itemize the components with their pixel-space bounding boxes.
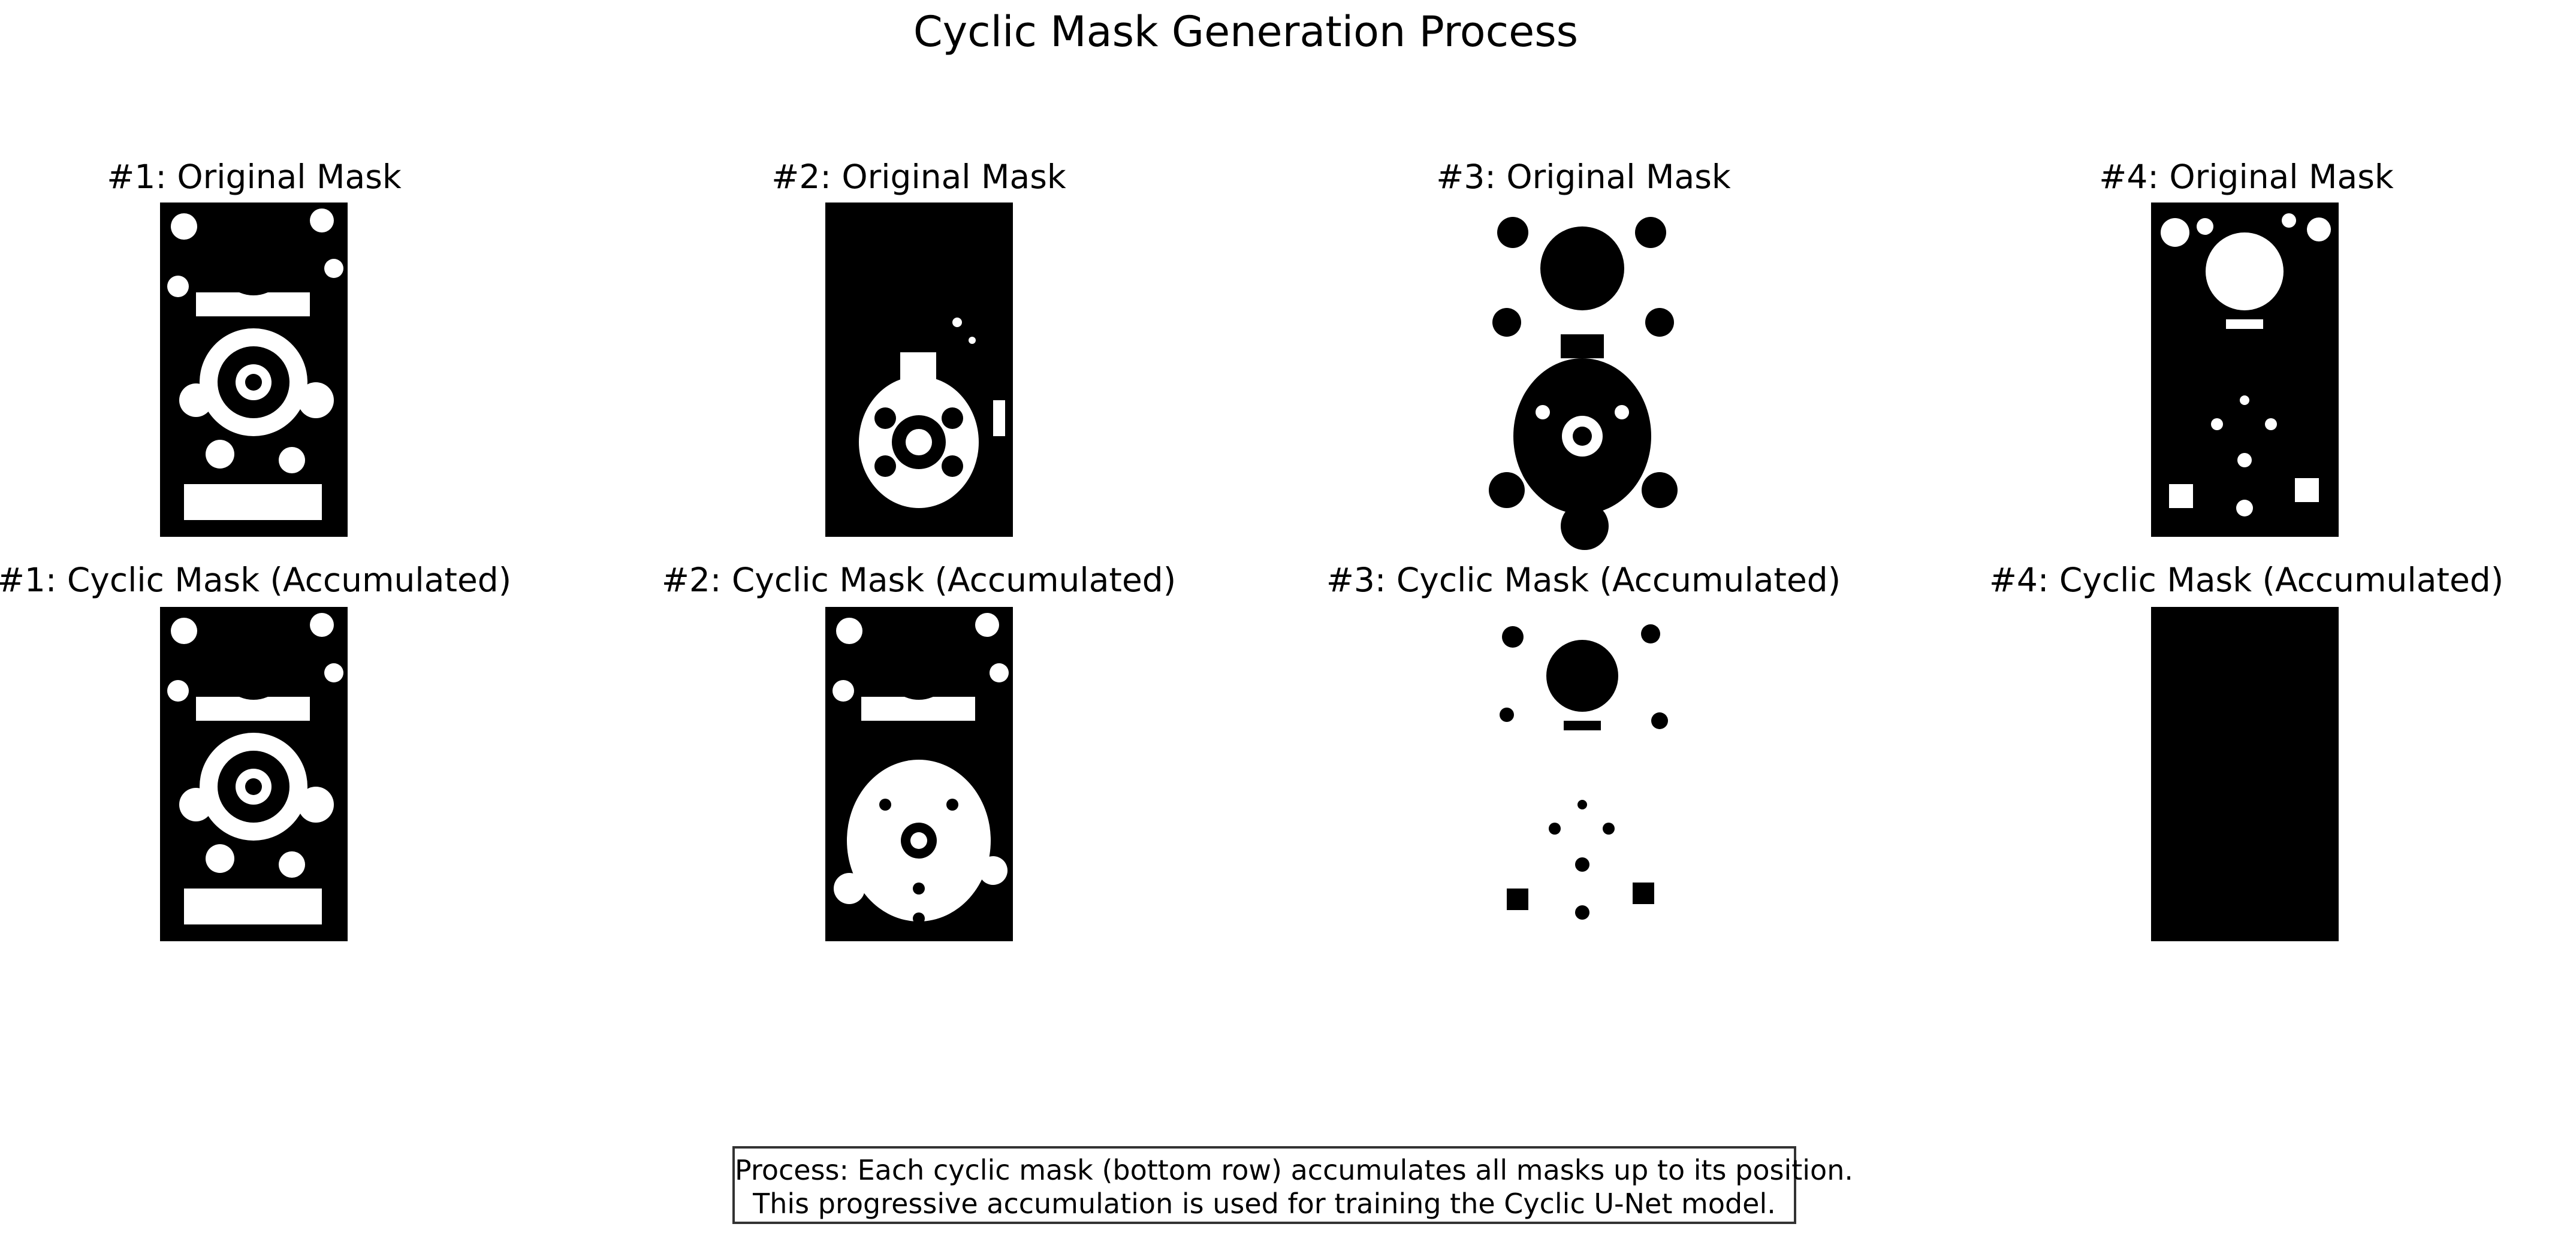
cyclic-mask-3-image <box>1489 607 1676 941</box>
original-mask-2-image <box>825 203 1013 537</box>
panel-title-cyclic-3: #3: Cyclic Mask (Accumulated) <box>1326 561 1841 599</box>
cyclic-mask-4-image <box>2151 607 2339 941</box>
caption-line-2: This progressive accumulation is used fo… <box>753 1187 1776 1220</box>
cyclic-mask-2-image <box>825 607 1013 941</box>
panel-title-original-3: #3: Original Mask <box>1436 158 1731 196</box>
original-mask-3-image <box>1489 203 1678 550</box>
process-caption-box: Process: Each cyclic mask (bottom row) a… <box>732 1146 1853 1224</box>
panel-title-original-1: #1: Original Mask <box>107 158 402 196</box>
panel-title-cyclic-2: #2: Cyclic Mask (Accumulated) <box>661 561 1177 599</box>
panel-title-original-4: #4: Original Mask <box>2099 158 2394 196</box>
caption-line-1: Process: Each cyclic mask (bottom row) a… <box>735 1154 1853 1186</box>
panel-title-original-2: #2: Original Mask <box>771 158 1066 196</box>
original-mask-4-image <box>2151 203 2339 537</box>
figure-title: Cyclic Mask Generation Process <box>913 7 1579 56</box>
original-mask-1-image <box>160 203 348 537</box>
cyclic-mask-1-image <box>160 607 348 941</box>
panel-title-cyclic-4: #4: Cyclic Mask (Accumulated) <box>1989 561 2504 599</box>
panel-title-cyclic-1: #1: Cyclic Mask (Accumulated) <box>0 561 512 599</box>
